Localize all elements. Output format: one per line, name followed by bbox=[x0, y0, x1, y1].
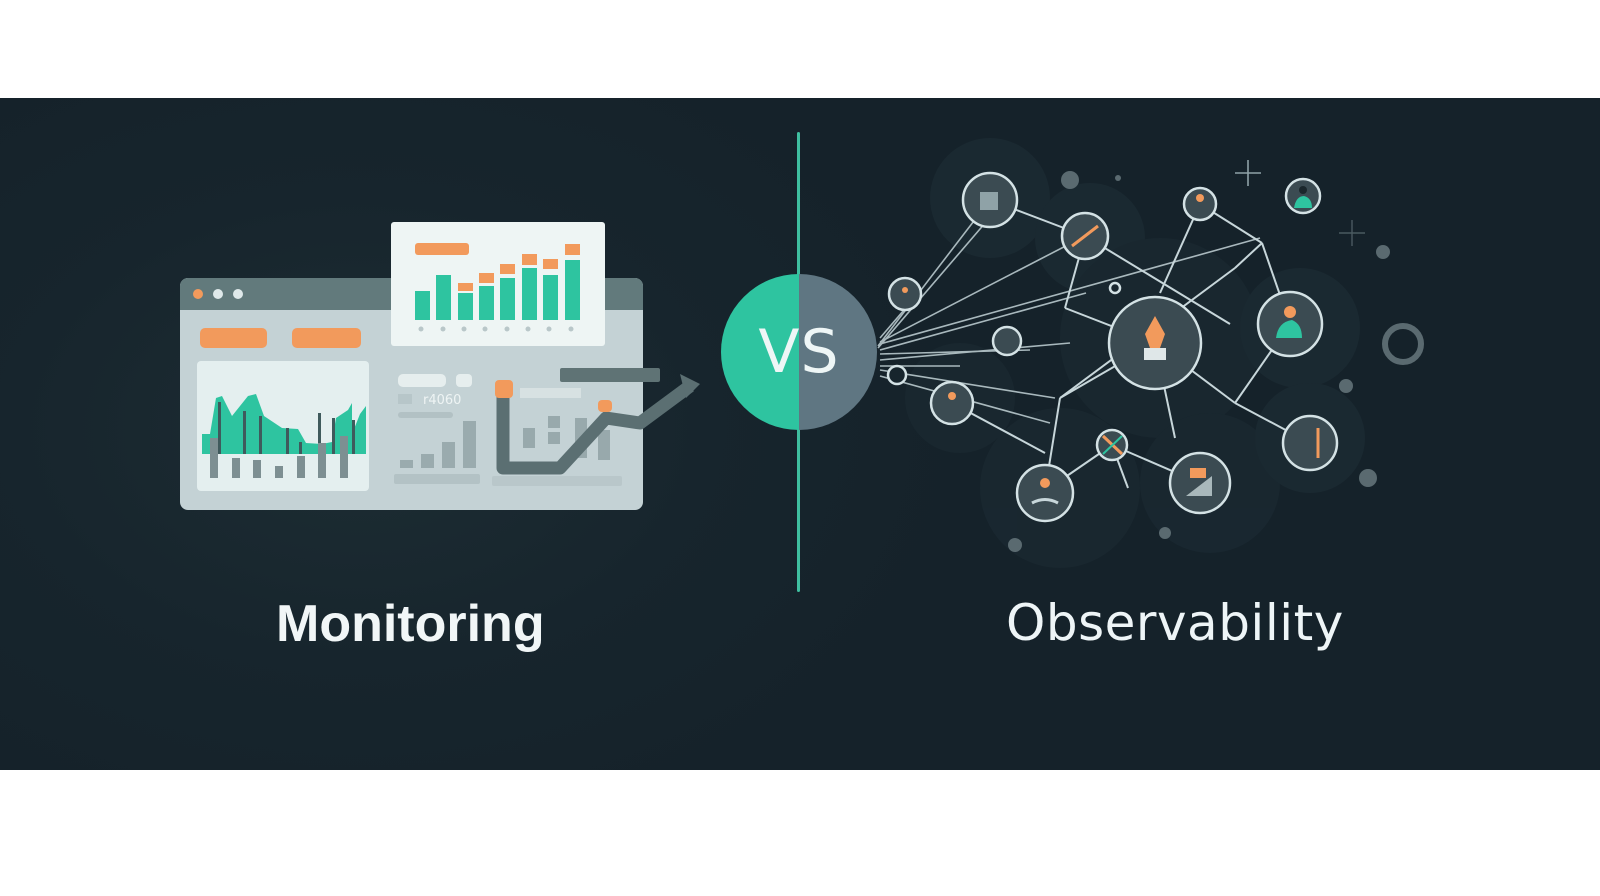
versus-badge: VS bbox=[721, 274, 877, 430]
comparison-banner: r4060 bbox=[0, 98, 1600, 770]
network-graph-icon bbox=[877, 160, 1424, 552]
versus-label: VS bbox=[758, 317, 840, 387]
monitoring-title: Monitoring bbox=[276, 595, 545, 653]
observability-title: Observability bbox=[1006, 594, 1344, 652]
dashboard-metric-value: r4060 bbox=[423, 393, 461, 408]
bar-chart-icon bbox=[391, 222, 605, 346]
